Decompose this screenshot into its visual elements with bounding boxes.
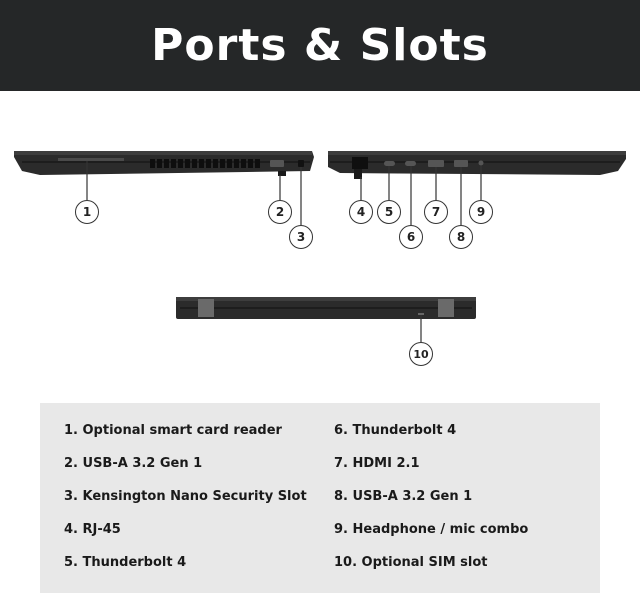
laptop-sides-illustration [14,151,626,342]
legend-item: 2. USB-A 3.2 Gen 1 [64,456,203,471]
laptop-left-side [14,151,314,176]
callout-10: 10 [409,342,433,366]
legend-item: 9. Headphone / mic combo [334,522,529,537]
callout-6: 6 [399,225,423,249]
legend-item: 3. Kensington Nano Security Slot [64,489,307,504]
callout-7: 7 [424,200,448,224]
legend-item: 4. RJ-45 [64,522,121,537]
legend-column-left: 1. Optional smart card reader 2. USB-A 3… [64,421,307,586]
callout-9: 9 [469,200,493,224]
legend-item: 10. Optional SIM slot [334,555,488,570]
legend-item: 5. Thunderbolt 4 [64,555,187,570]
laptop-rear-side [176,297,476,319]
thunderbolt-port-1 [384,161,395,166]
callout-8: 8 [449,225,473,249]
ports-legend: 1. Optional smart card reader 2. USB-A 3… [40,403,600,593]
legend-item: 8. USB-A 3.2 Gen 1 [334,489,473,504]
usb-a-port-left [270,160,284,167]
hinge-right [438,299,454,317]
leader-lines [86,161,482,342]
sim-slot [418,313,424,315]
vent-grille [150,159,260,168]
legend-item: 6. Thunderbolt 4 [334,423,457,438]
usb-a-port-right [454,160,468,167]
hinge-left [198,299,214,317]
audio-jack [478,160,484,166]
callout-2: 2 [268,200,292,224]
ports-diagram: 1 2 3 4 5 6 7 8 9 10 [0,91,640,401]
hdmi-port [428,160,444,167]
rj45-port [352,157,368,169]
callout-4: 4 [349,200,373,224]
smart-card-slot [58,158,124,161]
kensington-slot [298,160,304,167]
legend-item: 7. HDMI 2.1 [334,456,420,471]
callout-5: 5 [377,200,401,224]
laptop-right-side [328,151,626,179]
legend-item: 1. Optional smart card reader [64,423,282,438]
thunderbolt-port-2 [405,161,416,166]
legend-column-right: 6. Thunderbolt 4 7. HDMI 2.1 8. USB-A 3.… [334,421,528,586]
callout-1: 1 [75,200,99,224]
page-title: Ports & Slots [151,20,489,71]
header-banner: Ports & Slots [0,0,640,91]
callout-3: 3 [289,225,313,249]
